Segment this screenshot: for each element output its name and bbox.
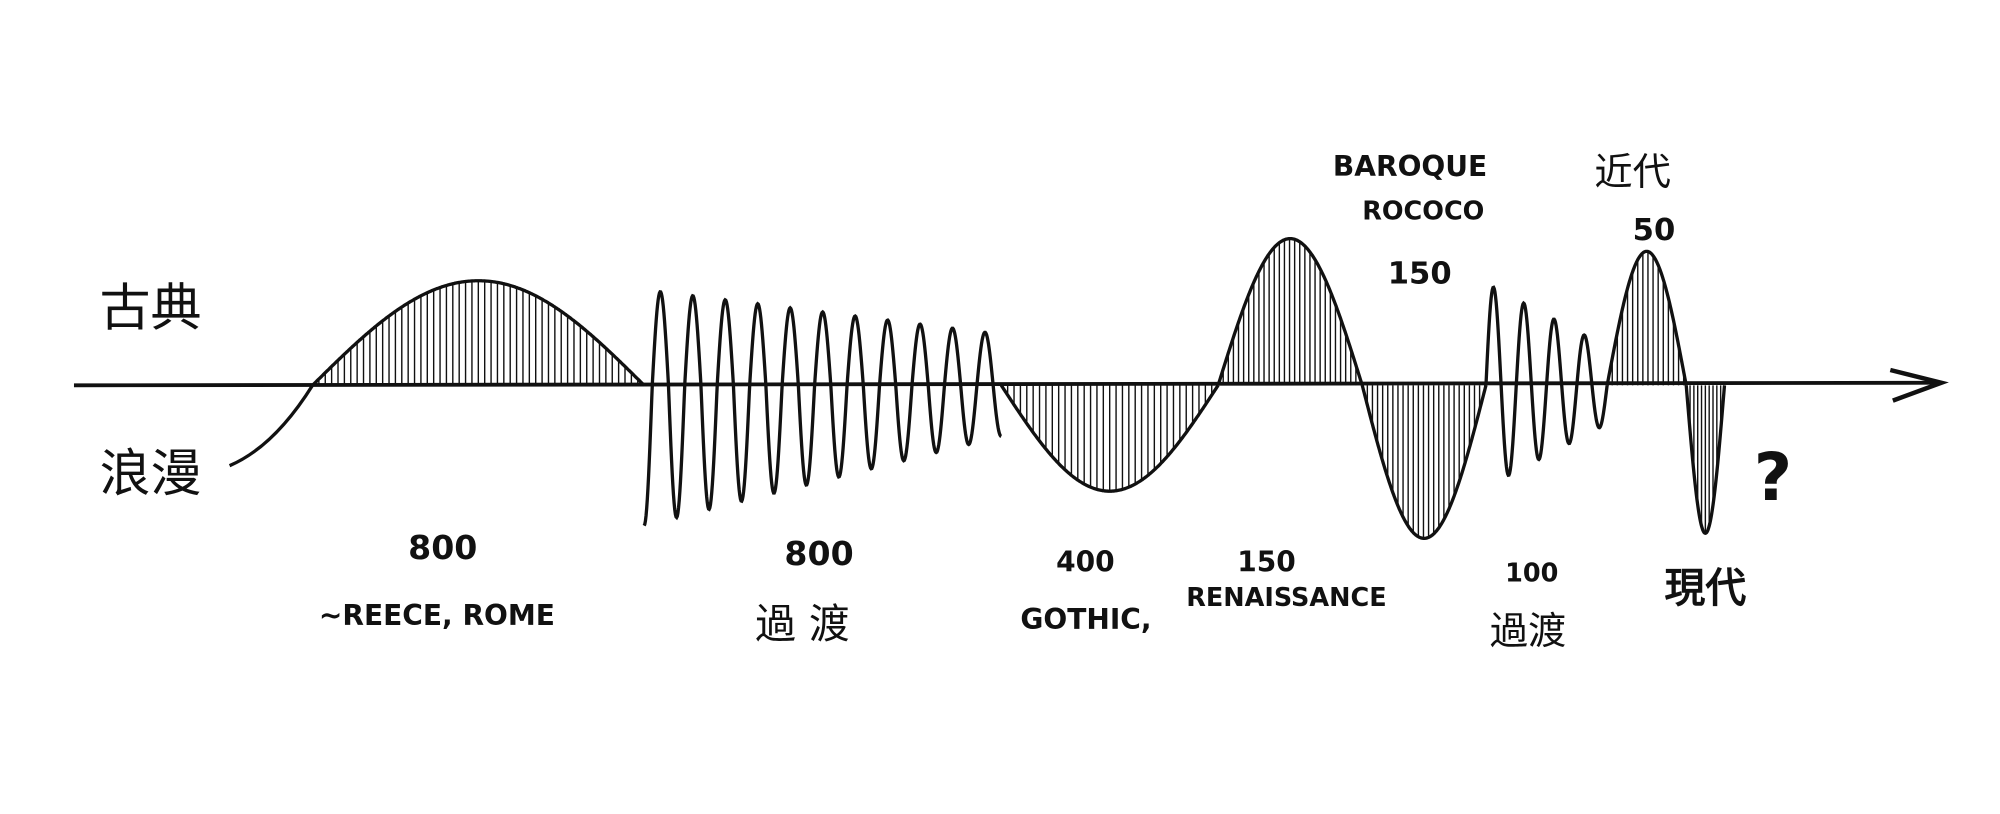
wave-lead-in: [228, 384, 314, 468]
years-transition-2: 100: [1505, 559, 1558, 589]
label-classical: 古典: [99, 279, 201, 338]
years-greece-rome: 800: [408, 528, 477, 567]
label-renaissance: RENAISSANCE: [1186, 583, 1386, 613]
years-renaissance: 150: [1237, 546, 1296, 579]
label-greece-rome: ~REECE, ROME: [319, 599, 555, 632]
wave-transition-1: [642, 289, 1003, 527]
label-transition-1: 過 渡: [755, 600, 850, 648]
future-question-mark: ?: [1754, 438, 1792, 516]
years-modern: 50: [1633, 213, 1676, 248]
label-modern: 近代: [1594, 150, 1671, 195]
arrow-head-icon: [1889, 367, 1949, 403]
label-contemporary: 現代: [1665, 564, 1747, 612]
time-axis: [73, 380, 1939, 388]
wave-modern: [1605, 249, 1688, 386]
years-gothic: 400: [1056, 546, 1115, 579]
label-baroque: BAROQUE: [1333, 150, 1487, 183]
years-transition-1: 800: [784, 534, 853, 573]
label-gothic: GOTHIC,: [1020, 603, 1151, 636]
years-baroque-rococo: 150: [1388, 256, 1452, 291]
label-romantic: 浪漫: [99, 445, 201, 504]
wave-transition-2: [1484, 285, 1609, 478]
label-transition-2: 過渡: [1490, 609, 1567, 654]
waves: [228, 236, 1727, 541]
label-rococo: ROCOCO: [1362, 197, 1484, 227]
